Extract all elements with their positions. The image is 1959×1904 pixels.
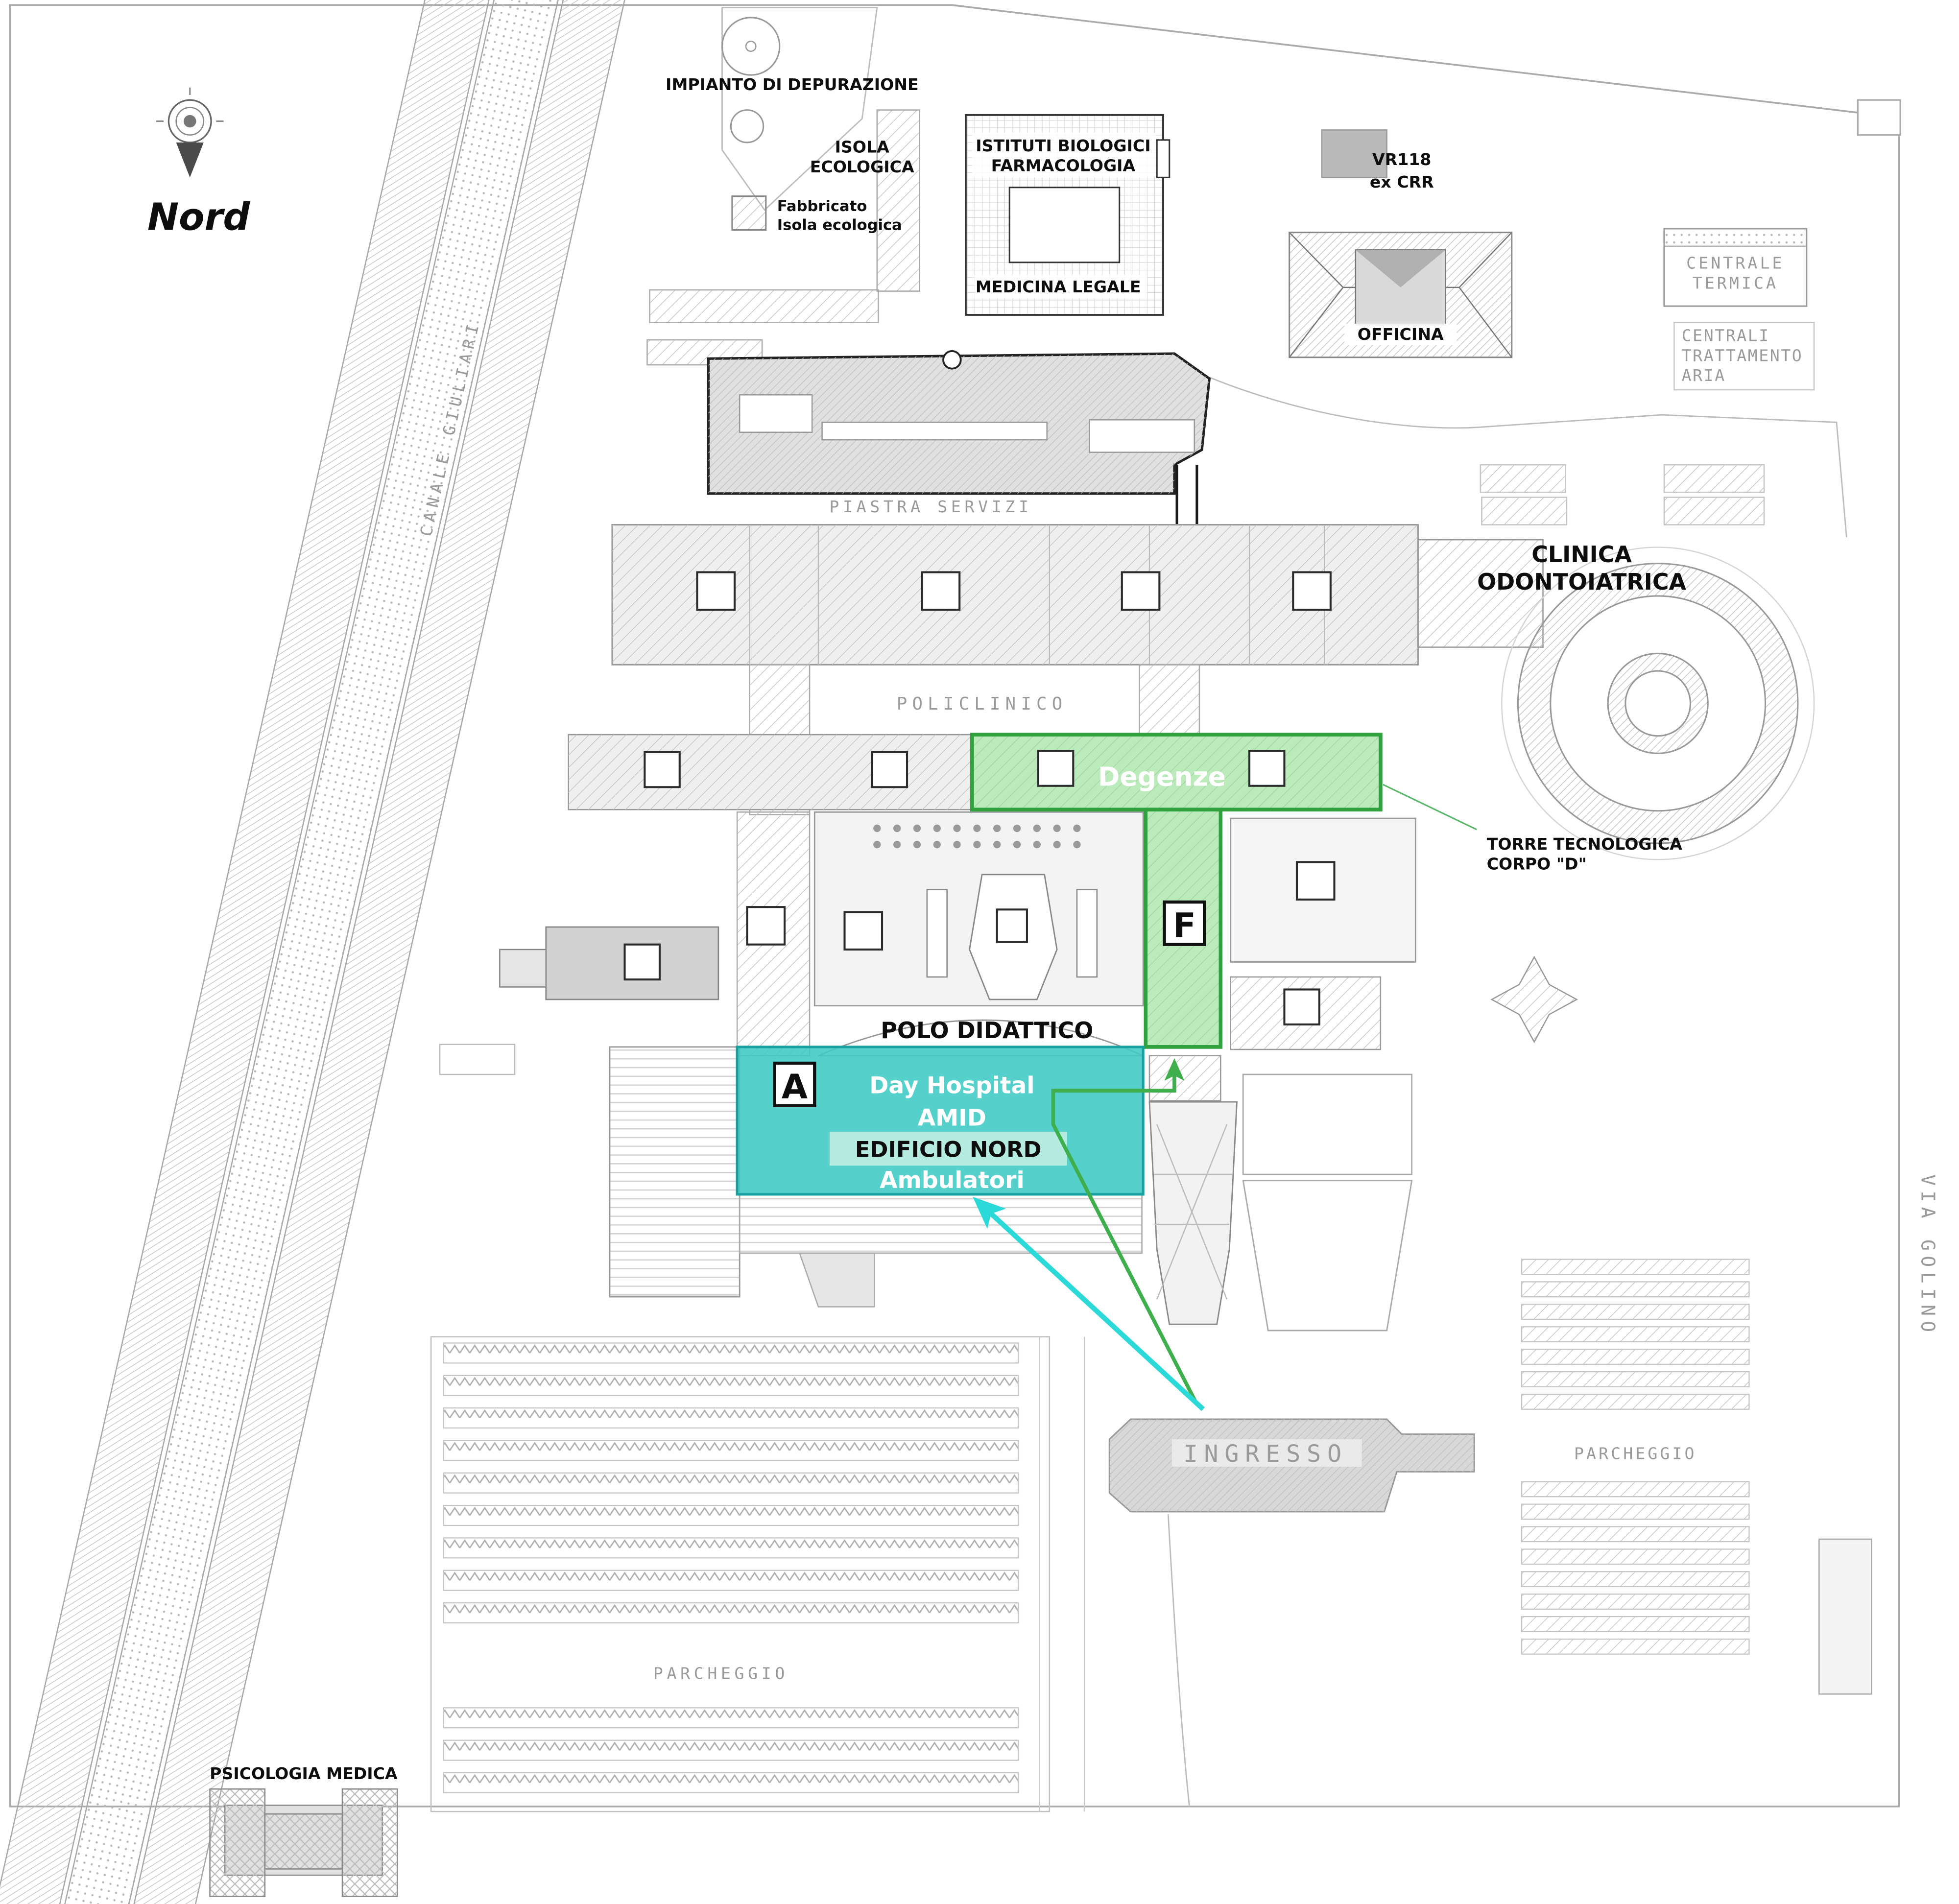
label-clinica-2: ODONTOIATRICA	[1477, 569, 1686, 595]
label-officina: OFFICINA	[1358, 325, 1444, 344]
label-torre-2: CORPO "D"	[1487, 855, 1587, 874]
label-isola-ecologica-1: ISOLA	[835, 137, 890, 156]
label-degenze: Degenze	[1098, 762, 1226, 792]
label-psicologia-medica: PSICOLOGIA MEDICA	[210, 1764, 398, 1783]
label-block-f: F	[1173, 906, 1196, 945]
site-boundary	[9, 4, 1901, 1808]
centrale-termica-building: CENTRALE TERMICA	[1663, 228, 1808, 307]
label-torre-1: TORRE TECNOLOGICA	[1487, 834, 1683, 854]
label-parcheggio-left: PARCHEGGIO	[653, 1664, 788, 1683]
roadside-building	[1818, 1538, 1872, 1695]
fabbricato-building	[731, 195, 767, 231]
north-compass: Nord	[147, 87, 250, 239]
label-polo-didattico: POLO DIDATTICO	[881, 1017, 1093, 1044]
istituti-biologici-building: ISTITUTI BIOLOGICI FARMACOLOGIA MEDICINA…	[965, 114, 1171, 316]
label-edificio-nord: EDIFICIO NORD	[855, 1137, 1042, 1162]
route-to-block-f-arrow	[1051, 1058, 1199, 1405]
roads	[1209, 377, 1847, 538]
label-fabbricato-1: Fabbricato	[777, 198, 867, 215]
garden-star-ornament	[1490, 955, 1578, 1044]
parking-left: PARCHEGGIO	[430, 1336, 1085, 1812]
label-parcheggio-right: PARCHEGGIO	[1574, 1444, 1697, 1463]
southeast-blocks	[1148, 955, 1578, 1332]
psicologia-medica-building: PSICOLOGIA MEDICA	[209, 1764, 398, 1897]
label-centrali-aria-2: TRATTAMENTO	[1682, 346, 1803, 365]
label-day-hospital: Day Hospital	[869, 1072, 1034, 1099]
centrali-trattamento-aria: CENTRALI TRATTAMENTO ARIA	[1673, 322, 1815, 391]
label-via-golino: VIA GOLINO	[1916, 1174, 1938, 1337]
ingresso-area: INGRESSO	[1108, 1418, 1475, 1513]
label-ingresso: INGRESSO	[1183, 1440, 1347, 1468]
label-centrale-termica-2: TERMICA	[1693, 273, 1778, 292]
label-impianto-depurazione: IMPIANTO DI DEPURAZIONE	[666, 75, 919, 94]
officina-building: OFFICINA	[1289, 232, 1513, 358]
label-centrali-aria-1: CENTRALI	[1682, 326, 1770, 345]
block-f-badge	[1163, 900, 1206, 946]
piastra-building	[707, 350, 1211, 538]
label-centrali-aria-3: ARIA	[1682, 366, 1726, 385]
boundary-notch	[1857, 99, 1901, 136]
degenze-building-highlight: Degenze	[970, 733, 1477, 831]
label-istituti-2: FARMACOLOGIA	[991, 156, 1136, 175]
label-ambulatori: Ambulatori	[880, 1167, 1025, 1194]
label-nord: Nord	[147, 196, 250, 239]
label-clinica-1: CLINICA	[1531, 541, 1632, 568]
label-policlinico: POLICLINICO	[897, 694, 1068, 714]
label-istituti-1: ISTITUTI BIOLOGICI	[976, 136, 1150, 155]
label-isola-ecologica-2: ECOLOGICA	[810, 157, 914, 176]
label-vr118-2: ex CRR	[1370, 172, 1434, 191]
label-centrale-termica-1: CENTRALE	[1686, 254, 1785, 273]
compass-pin-icon	[176, 142, 204, 178]
label-fabbricato-2: Isola ecologica	[777, 217, 902, 234]
canal-giuliari: CANALE GIULIARI	[0, 0, 632, 1904]
services-band	[611, 524, 1544, 815]
label-vr118-1: VR118	[1372, 150, 1431, 169]
route-to-ambulatori-arrow	[973, 1196, 1205, 1411]
block-a-badge	[773, 1061, 816, 1107]
depuration-area: IMPIANTO DI DEPURAZIONE ISOLA ECOLOGICA …	[646, 7, 920, 366]
block-f-highlight: F	[1144, 808, 1223, 1049]
label-medicina-legale: MEDICINA LEGALE	[976, 277, 1141, 296]
clinica-odontoiatrica-building: CLINICA ODONTOIATRICA	[1477, 541, 1815, 860]
label-piastra-servizi: PIASTRA SERVIZI	[829, 497, 1032, 516]
label-amid: AMID	[918, 1105, 986, 1132]
label-block-a: A	[782, 1067, 808, 1106]
edificio-nord-highlight: A Day Hospital AMID EDIFICIO NORD Ambula…	[609, 1046, 1145, 1308]
edificio-nord-badge	[829, 1132, 1067, 1166]
vr118-building: VR118 ex CRR	[1321, 129, 1434, 191]
parking-right: PARCHEGGIO	[1521, 1259, 1750, 1655]
